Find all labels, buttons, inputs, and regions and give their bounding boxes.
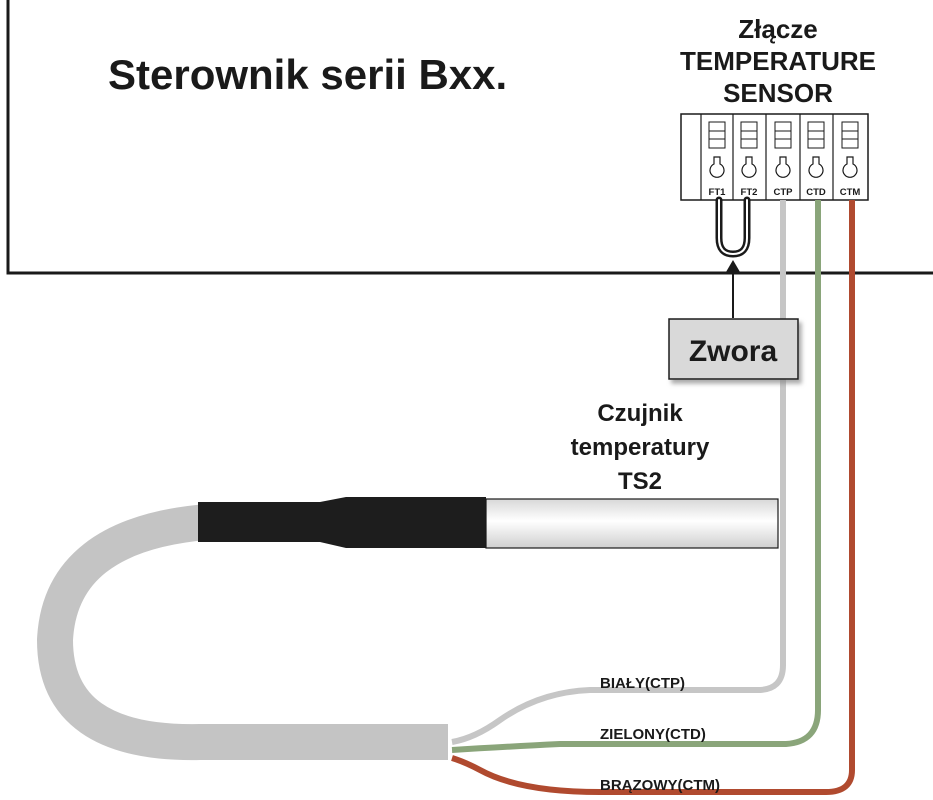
controller-title: Sterownik serii Bxx. xyxy=(108,51,507,98)
terminal-ctp xyxy=(774,121,792,178)
terminal-label-ctp: CTP xyxy=(774,187,794,198)
zwora-box xyxy=(668,318,799,380)
zwora-label: Zwora xyxy=(689,335,778,368)
terminal-ctd xyxy=(807,121,825,178)
connector-label-line2: TEMPERATURE xyxy=(680,46,876,76)
wire-label-green: ZIELONY(CTD) xyxy=(600,726,706,743)
wire-label-brown: BRĄZOWY(CTM) xyxy=(600,777,720,794)
sensor-cable xyxy=(36,504,448,761)
connector-label-line3: SENSOR xyxy=(723,78,833,108)
terminal-ft2 xyxy=(740,121,758,178)
sensor-label-line3: TS2 xyxy=(618,468,662,495)
temperature-sensor-connector: FT1 FT2 CTP CTD CTM xyxy=(680,113,869,201)
connector-label-line1: Złącze xyxy=(738,14,818,44)
wire-ctp-white xyxy=(451,200,786,745)
terminal-label-ft2: FT2 xyxy=(741,187,758,198)
terminal-label-ft1: FT1 xyxy=(709,187,727,198)
wire-label-white: BIAŁY(CTP) xyxy=(600,675,685,692)
terminal-label-ctm: CTM xyxy=(840,187,861,198)
terminal-ctm xyxy=(841,121,859,178)
terminal-ft1 xyxy=(708,121,726,178)
sensor-label-line1: Czujnik xyxy=(597,400,683,427)
sensor-label-line2: temperatury xyxy=(571,434,710,461)
sensor-sleeve xyxy=(198,497,486,548)
terminal-label-ctd: CTD xyxy=(806,187,826,198)
sensor-probe xyxy=(485,498,779,549)
wire-ctm-brown xyxy=(451,200,855,795)
wire-ctd-green xyxy=(451,200,821,753)
